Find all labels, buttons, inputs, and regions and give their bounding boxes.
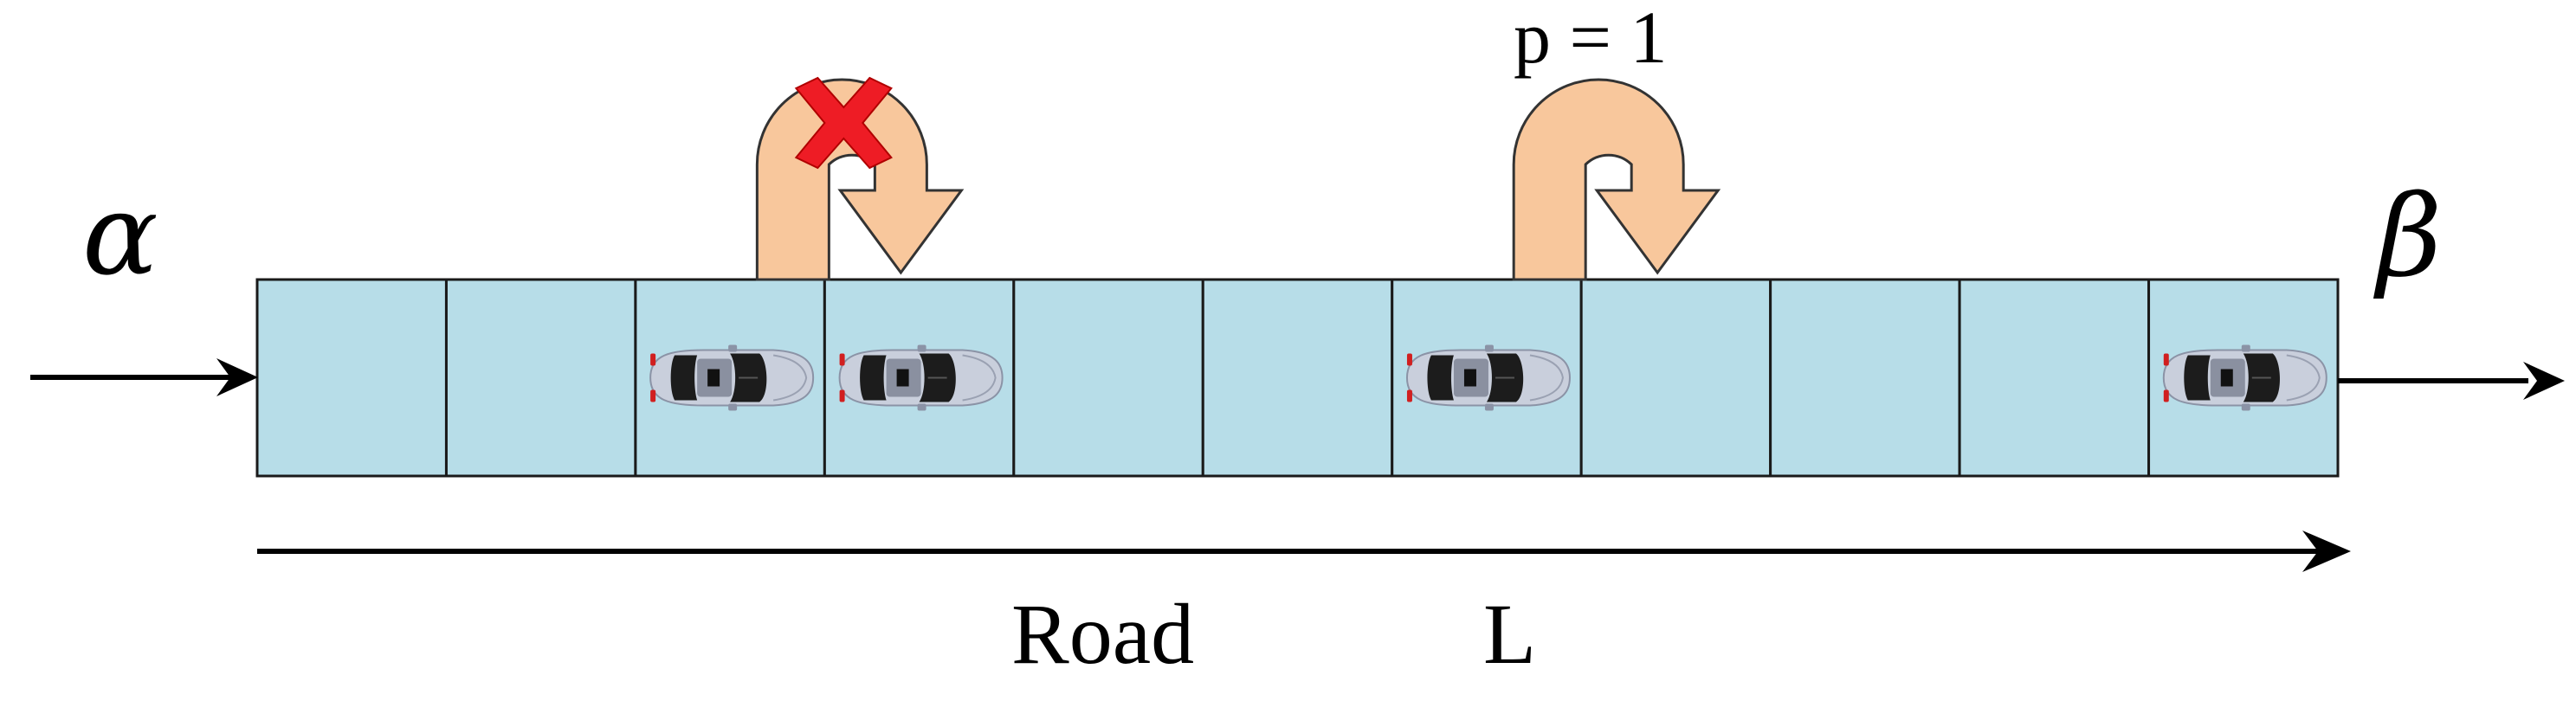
car-icon xyxy=(1405,344,1571,412)
beta-label: β xyxy=(2373,170,2442,302)
uturn-layer xyxy=(755,76,1721,281)
u-turn-arrow-icon xyxy=(1512,78,1721,281)
road-cell-5 xyxy=(1012,278,1204,478)
road-cell-10 xyxy=(1958,278,2151,478)
road-cell-2 xyxy=(444,278,637,478)
exit-arrow xyxy=(2338,362,2565,400)
probability-label: p = 1 xyxy=(1514,0,1668,79)
road-label: Road xyxy=(1011,586,1194,682)
road-lattice xyxy=(255,278,2340,478)
car-icon xyxy=(649,344,815,412)
length-label: L xyxy=(1483,586,1536,682)
road-cell-8 xyxy=(1579,278,1772,478)
alpha-label: α xyxy=(82,169,158,300)
car-icon xyxy=(2162,344,2327,412)
entry-arrow xyxy=(30,358,258,396)
red-x-icon xyxy=(794,76,893,170)
road-length-arrow xyxy=(257,531,2351,572)
road-cell-1 xyxy=(255,278,448,478)
road-cell-9 xyxy=(1769,278,1961,478)
road-cell-6 xyxy=(1201,278,1394,478)
car-icon xyxy=(838,344,1004,412)
